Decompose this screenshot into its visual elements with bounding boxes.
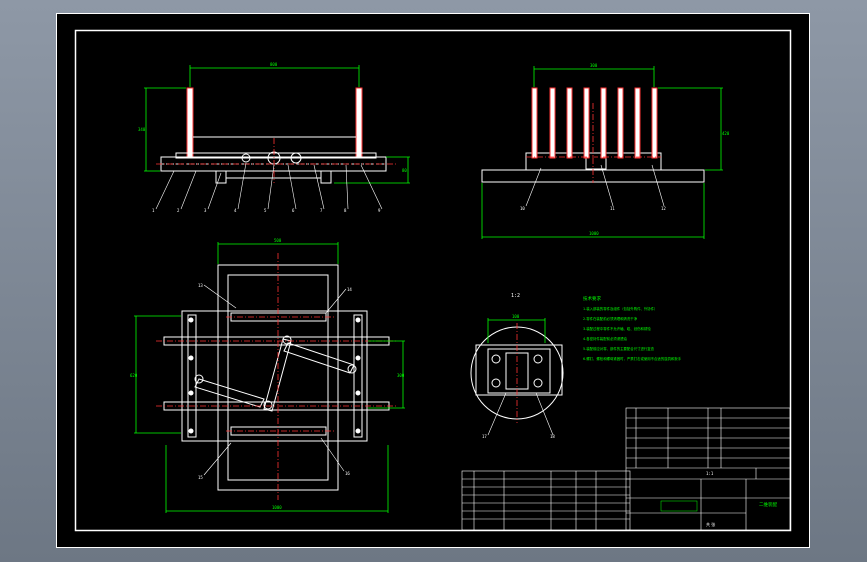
part-name: 二维装配 bbox=[759, 501, 777, 508]
detail-leaders bbox=[487, 392, 554, 436]
note-line-3: 3.装配过程中零件不允许磕、碰、划伤和锈蚀 bbox=[583, 326, 651, 331]
front-centerlines bbox=[156, 138, 396, 183]
dim-front-width: 800 bbox=[270, 62, 278, 67]
top-dims bbox=[134, 242, 405, 513]
front-balloons: 1 2 3 4 5 6 7 8 9 bbox=[152, 208, 381, 213]
side-view bbox=[481, 87, 705, 183]
front-upright-left bbox=[186, 87, 194, 159]
dim-front-height: 340 bbox=[138, 127, 146, 132]
front-dims bbox=[144, 65, 410, 184]
dim-side-base: 1000 bbox=[589, 231, 599, 236]
title-green-cell bbox=[660, 500, 698, 512]
side-dim-text: 300 420 1000 bbox=[589, 63, 730, 236]
side-balloons: 10 11 12 bbox=[520, 206, 666, 211]
balloon-15: 15 bbox=[198, 475, 203, 480]
title-sheet: 共 张 bbox=[706, 521, 715, 527]
dim-side-top: 300 bbox=[590, 63, 598, 68]
detail-scale-label: 1:2 bbox=[511, 293, 520, 299]
detail-dims bbox=[487, 318, 546, 343]
notes-heading: 技术要求 bbox=[583, 295, 601, 302]
balloon-5: 5 bbox=[264, 208, 267, 213]
cad-drawing: 800 340 80 1 2 3 4 5 6 7 8 9 bbox=[56, 13, 810, 548]
balloon-9: 9 bbox=[378, 208, 381, 213]
top-leaders bbox=[203, 284, 347, 476]
balloon-1: 1 bbox=[152, 208, 155, 213]
top-dim-text: 500 620 300 1000 bbox=[130, 238, 405, 510]
top-plate bbox=[181, 310, 368, 442]
balloon-10: 10 bbox=[520, 206, 525, 211]
balloon-14: 14 bbox=[347, 287, 352, 292]
top-view bbox=[163, 264, 390, 491]
dim-top-height-right: 300 bbox=[397, 373, 405, 378]
note-line-6: 6.螺钉、螺栓和螺母紧固时，严禁打击或使用不合适的旋具和扳手 bbox=[583, 356, 682, 361]
title-block bbox=[625, 407, 791, 531]
drawing-sheet: 800 340 80 1 2 3 4 5 6 7 8 9 bbox=[56, 13, 810, 548]
dim-front-base: 80 bbox=[402, 168, 407, 173]
top-links bbox=[194, 338, 355, 412]
inner-frame bbox=[74, 29, 792, 532]
top-centerlines bbox=[156, 253, 396, 500]
outer-frame bbox=[56, 13, 810, 548]
title-scale: 1:1 bbox=[706, 471, 714, 476]
dim-top-height-left: 620 bbox=[130, 373, 138, 378]
note-line-4: 4.各密封件装配前必须浸透油 bbox=[583, 336, 628, 341]
technical-notes: 技术要求 1.装入部装的零件及组件（包括外购件、外协件） 2.零件在装配前必须清… bbox=[583, 295, 682, 361]
note-line-5: 5.装配前应对零、部件的主要配合尺寸进行复查 bbox=[583, 346, 655, 351]
balloon-17: 17 bbox=[482, 434, 487, 439]
balloon-3: 3 bbox=[204, 208, 207, 213]
top-bolts bbox=[188, 317, 361, 434]
balloon-7: 7 bbox=[320, 208, 323, 213]
balloon-6: 6 bbox=[292, 208, 295, 213]
balloon-2: 2 bbox=[177, 208, 180, 213]
balloon-13: 13 bbox=[198, 283, 203, 288]
dim-top-bottom: 1000 bbox=[272, 505, 282, 510]
balloon-18: 18 bbox=[550, 434, 555, 439]
balloon-4: 4 bbox=[234, 208, 237, 213]
side-centerlines bbox=[526, 103, 661, 183]
parts-list bbox=[461, 470, 631, 531]
note-line-2: 2.零件在装配前必须清理和清洗干净 bbox=[583, 316, 638, 321]
front-upright-right bbox=[355, 87, 363, 159]
note-line-1: 1.装入部装的零件及组件（包括外购件、外协件） bbox=[583, 306, 657, 311]
dim-top-width: 500 bbox=[274, 238, 282, 243]
balloon-8: 8 bbox=[344, 208, 347, 213]
front-dim-text: 800 340 80 bbox=[138, 62, 407, 173]
detail-balloons: 17 18 bbox=[482, 434, 555, 439]
balloon-16: 16 bbox=[345, 471, 350, 476]
balloon-11: 11 bbox=[610, 206, 615, 211]
side-dims bbox=[481, 66, 723, 239]
dim-side-height: 420 bbox=[722, 131, 730, 136]
front-leaders bbox=[155, 162, 383, 210]
top-balloons: 13 14 15 16 bbox=[198, 283, 352, 480]
side-posts bbox=[531, 87, 658, 159]
balloon-12: 12 bbox=[661, 206, 666, 211]
top-cylinders bbox=[163, 312, 390, 436]
side-leaders bbox=[525, 164, 665, 207]
dim-detail-width: 100 bbox=[512, 314, 520, 319]
